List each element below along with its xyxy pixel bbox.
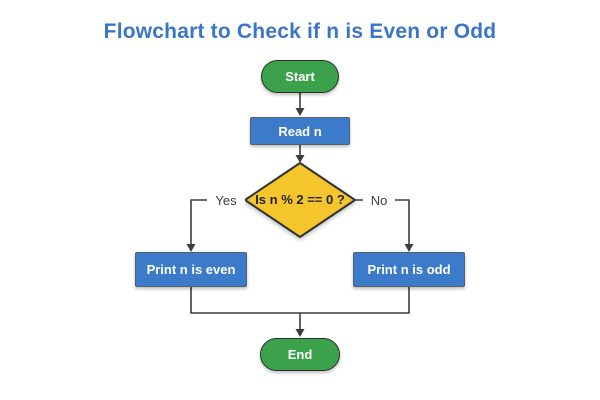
arrowhead-into-odd xyxy=(404,244,414,252)
read-n-node: Read n xyxy=(250,117,350,145)
print-even-node: Print n is even xyxy=(135,252,247,287)
arrowhead-into-even xyxy=(186,244,196,252)
arrowhead-into-read xyxy=(295,108,305,116)
diagram-title: Flowchart to Check if n is Even or Odd xyxy=(103,20,497,43)
no-branch-label: No xyxy=(363,193,395,208)
arrowhead-into-decision xyxy=(295,155,305,163)
decision-node-label: Is n % 2 == 0 ? xyxy=(255,192,345,207)
print-odd-node: Print n is odd xyxy=(353,252,465,287)
decision-diamond-shape xyxy=(244,162,356,238)
yes-branch-label: Yes xyxy=(207,193,245,208)
end-node: End xyxy=(260,338,340,371)
arrowhead-into-end xyxy=(295,329,305,337)
start-node: Start xyxy=(261,60,339,93)
edge-merge xyxy=(190,287,410,314)
